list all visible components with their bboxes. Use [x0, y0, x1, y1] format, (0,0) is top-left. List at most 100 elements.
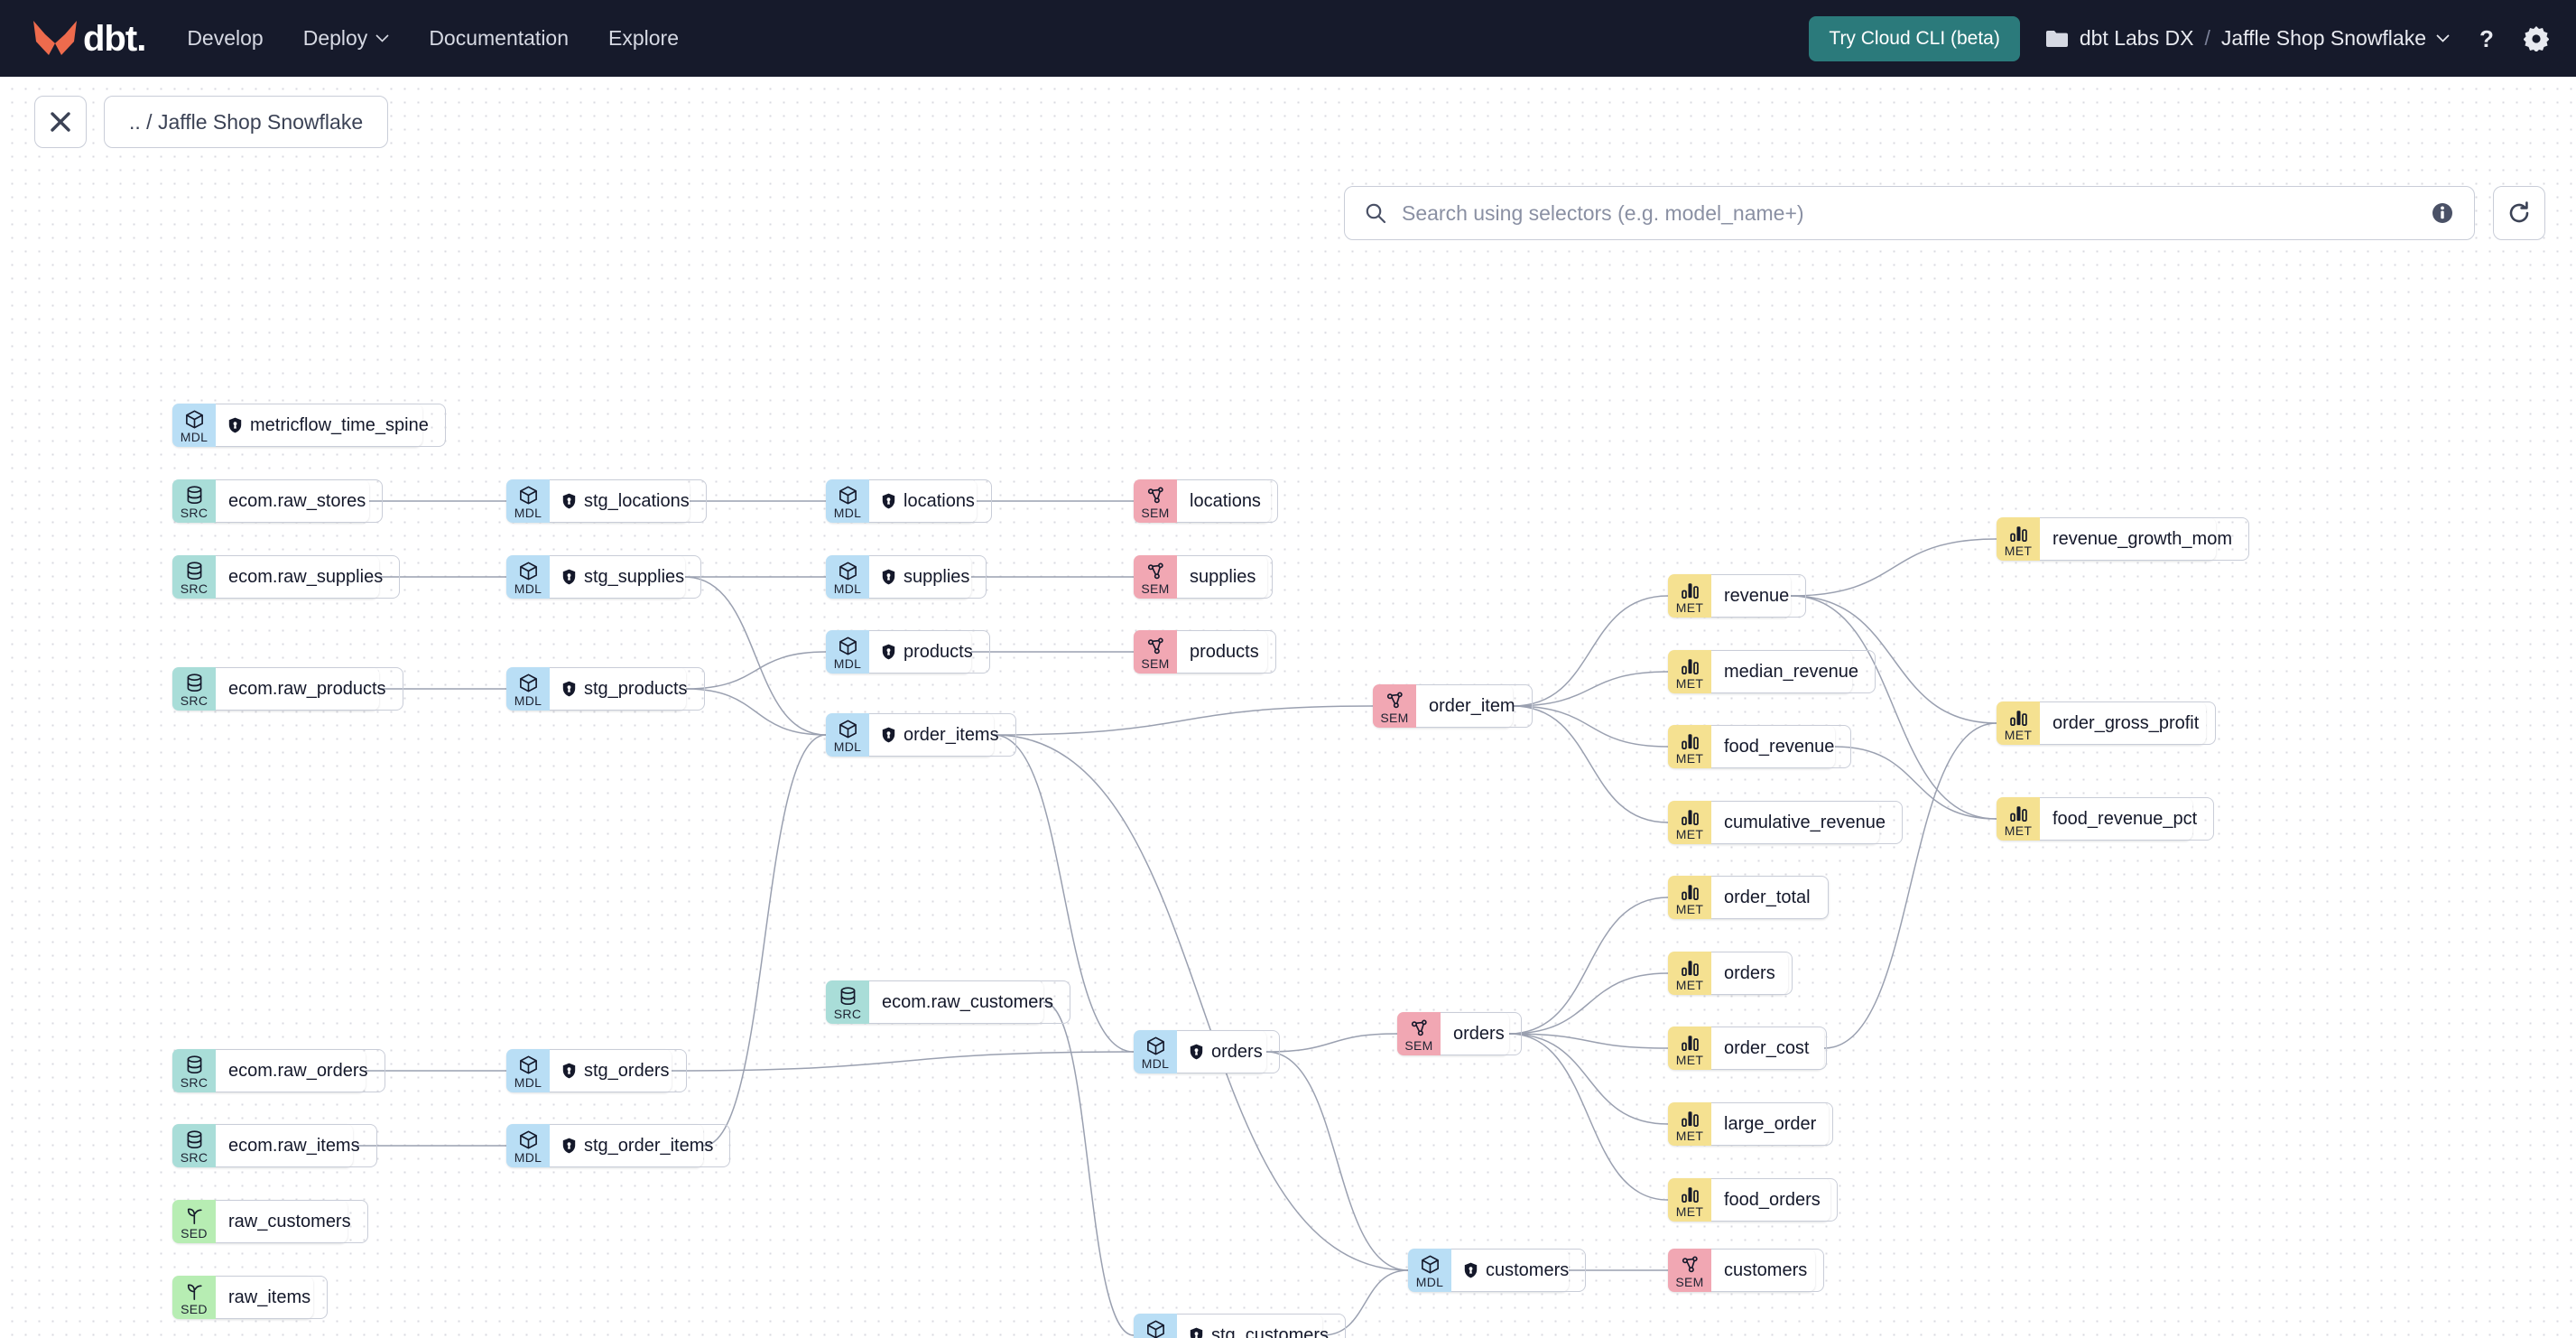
nav-link-deploy[interactable]: Deploy [303, 26, 390, 51]
graph-node-mdl_orders[interactable]: MDL orders [1134, 1030, 1280, 1073]
node-body: ecom.raw_products [216, 667, 403, 711]
edge-met_order_cost-to-met_order_gross_profit [1823, 722, 1997, 1049]
cube-icon [185, 410, 203, 429]
node-type-chip-sem: SEM [1373, 684, 1416, 728]
shield-check-icon [882, 644, 895, 660]
node-body: order_gross_profit [2040, 702, 2217, 745]
cube-icon [1421, 1255, 1439, 1274]
node-type-abbr: MDL [833, 506, 862, 520]
account-name[interactable]: dbt Labs DX [2079, 26, 2194, 50]
node-body: ecom.raw_supplies [216, 555, 401, 599]
shield-check-icon [228, 417, 242, 433]
node-type-chip-sem: SEM [1668, 1249, 1711, 1292]
edge-stg_order_items-to-mdl_order_items [702, 734, 827, 1147]
node-label: customers [1724, 1259, 1808, 1280]
node-body: stg_customers [1177, 1314, 1347, 1338]
try-cloud-cli-button[interactable]: Try Cloud CLI (beta) [1809, 15, 2020, 61]
info-icon[interactable] [2431, 201, 2454, 225]
node-type-abbr: SEM [1675, 1275, 1704, 1289]
search-icon [1366, 203, 1386, 224]
nav-link-develop[interactable]: Develop [187, 26, 263, 51]
node-label: food_orders [1724, 1189, 1821, 1210]
node-body: locations [1177, 479, 1278, 523]
nav-link-documentation[interactable]: Documentation [429, 26, 569, 51]
sprout-icon [187, 1284, 202, 1300]
node-type-chip-mdl: MDL [506, 1124, 550, 1167]
project-selector[interactable]: Jaffle Shop Snowflake [2221, 26, 2450, 51]
nav-link-explore-label: Explore [608, 26, 679, 50]
graph-node-icon [1147, 487, 1163, 504]
edge-sem_orders-to-met_large_order [1508, 1033, 1669, 1125]
selector-search-box[interactable] [1344, 186, 2475, 240]
graph-node-met_food_orders[interactable]: MET food_orders [1668, 1178, 1838, 1222]
node-type-chip-met: MET [1668, 725, 1711, 768]
bar-chart-icon [1681, 961, 1699, 976]
cube-icon [839, 486, 857, 505]
node-type-abbr: MDL [1141, 1056, 1170, 1071]
graph-node-icon [1411, 1019, 1427, 1036]
node-label: products [1190, 641, 1259, 662]
node-body: food_revenue_pct [2040, 797, 2215, 841]
node-type-chip-met: MET [1668, 952, 1711, 995]
search-input[interactable] [1402, 200, 2415, 226]
close-button[interactable] [34, 96, 87, 148]
node-body: median_revenue [1711, 650, 1876, 693]
database-icon [187, 1055, 201, 1074]
edge-sem_orders-to-met_orders [1508, 972, 1669, 1035]
nav-link-explore[interactable]: Explore [608, 26, 679, 51]
lineage-edges [353, 500, 1997, 1336]
settings-button[interactable] [2524, 25, 2549, 51]
node-type-chip-met: MET [1668, 1178, 1711, 1222]
dbt-logo[interactable]: dbt . [27, 16, 146, 61]
graph-node-sem_customers[interactable]: SEM customers [1668, 1249, 1825, 1292]
svg-text:?: ? [2479, 25, 2494, 52]
node-body: stg_supplies [550, 555, 702, 599]
node-type-chip-src: SRC [172, 479, 216, 523]
node-label: orders [1211, 1041, 1263, 1062]
graph-breadcrumb-button[interactable]: .. / Jaffle Shop Snowflake [104, 96, 389, 148]
help-button[interactable]: ? [2475, 25, 2498, 52]
edge-ecom_raw_customers-to-mdl_stg_customers [1042, 1001, 1135, 1336]
edge-met_revenue-to-met_revenue_growth_mom [1790, 538, 1997, 597]
edge-met_food_revenue-to-met_food_revenue_pct [1834, 746, 1997, 820]
refresh-button[interactable] [2493, 186, 2545, 240]
node-type-chip-met: MET [1997, 517, 2040, 561]
